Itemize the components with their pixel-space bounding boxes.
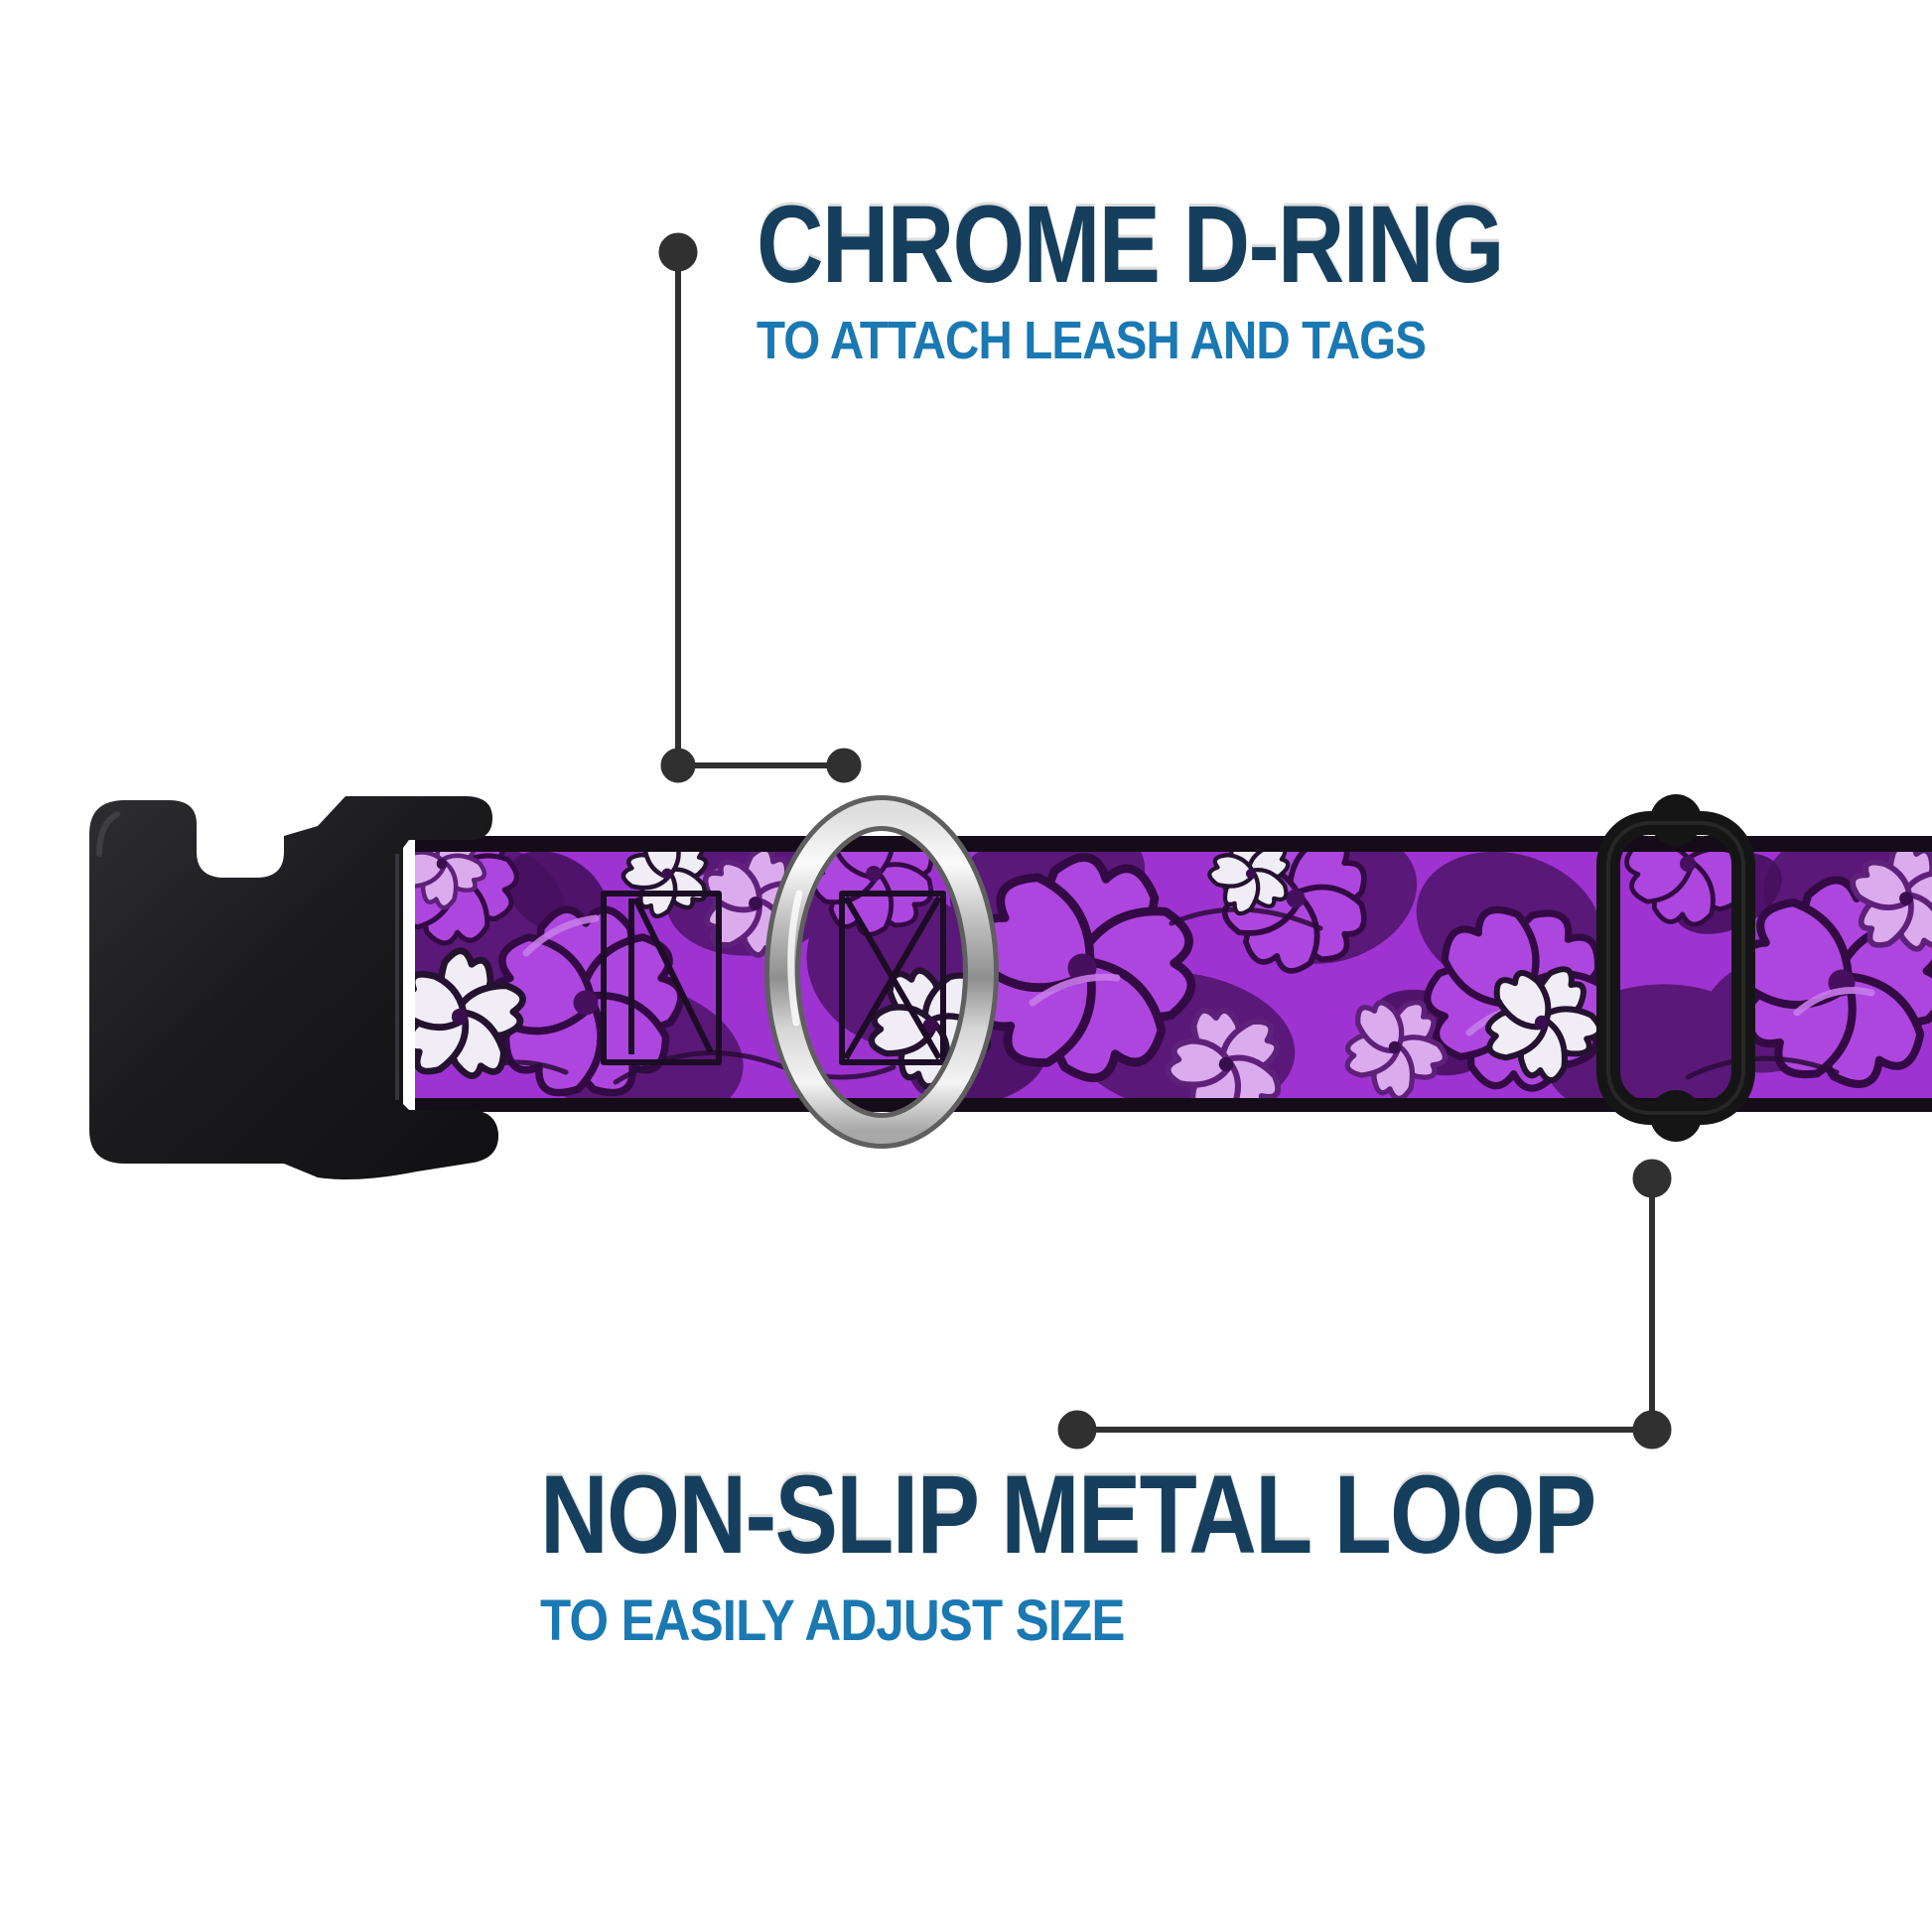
dring-leader-line	[658, 232, 862, 783]
non-slip-metal-slider-loop	[1596, 794, 1755, 1142]
dring-callout: CHROME D-RING TO ATTACH LEASH AND TAGS	[757, 184, 1635, 370]
collar-webbing	[415, 836, 1932, 1112]
dring-leader-dot-top	[658, 232, 698, 272]
dring-leader-dot-end	[826, 748, 862, 783]
loop-leader-dot-end	[1057, 1410, 1097, 1449]
loop-leader-line	[1057, 1159, 1672, 1449]
loop-leader-dot-corner	[1632, 1410, 1672, 1449]
loop-callout: NON-SLIP METAL LOOP TO EASILY ADJUST SIZ…	[540, 1459, 1781, 1650]
dring-callout-subtitle: TO ATTACH LEASH AND TAGS	[757, 311, 1427, 370]
loop-callout-title: NON-SLIP METAL LOOP	[540, 1452, 1596, 1577]
callout-leaders	[658, 232, 1672, 1449]
tapa-rectangle-motifs	[601, 891, 946, 1065]
dring-leader-dot-corner	[660, 748, 696, 783]
loop-leader-dot-top	[1632, 1159, 1672, 1198]
webbing-floral-pattern	[415, 852, 1932, 1098]
loop-callout-subtitle: TO EASILY ADJUST SIZE	[540, 1588, 1125, 1653]
side-release-buckle	[89, 796, 499, 1179]
dring-callout-title: CHROME D-RING	[757, 184, 1505, 306]
chrome-d-ring	[764, 795, 999, 1149]
